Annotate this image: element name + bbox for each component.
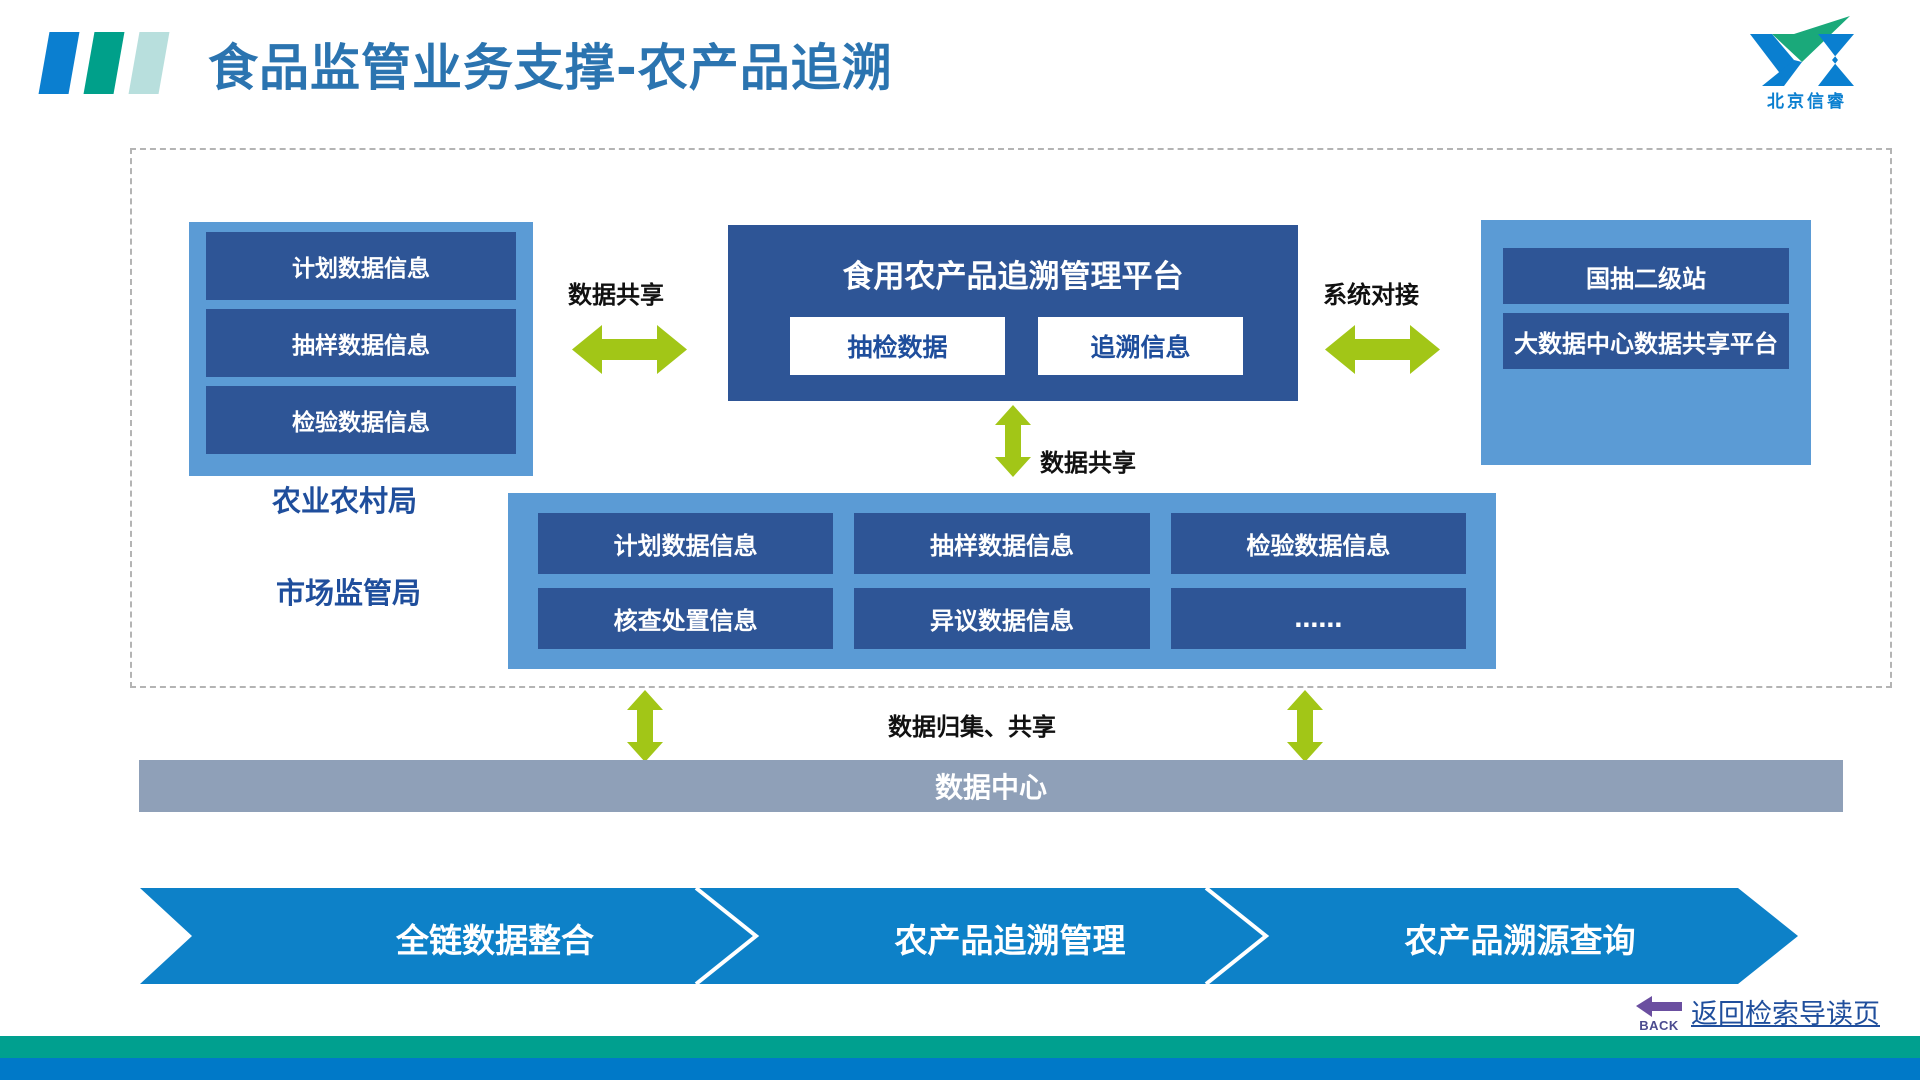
arrow-label-share-left: 数据共享: [568, 281, 664, 309]
arrow-horizontal-left: [572, 322, 687, 377]
right-item-1[interactable]: 大数据中心数据共享平台: [1503, 313, 1789, 369]
arrow-vertical-mid: [993, 405, 1033, 477]
banner-segment-1[interactable]: 农产品追溯管理: [894, 921, 1126, 960]
logo-text: 北京信睿: [1767, 92, 1847, 112]
grid-container: 计划数据信息 抽样数据信息 检验数据信息 核查处置信息 异议数据信息 ……: [538, 513, 1466, 649]
back-link[interactable]: BACK 返回检索导读页: [1636, 992, 1880, 1033]
footer-band-green: [0, 1036, 1920, 1058]
banner-shape: [140, 888, 1798, 984]
center-platform-box: 食用农产品追溯管理平台 抽检数据 追溯信息: [728, 225, 1298, 401]
left-item-2[interactable]: 检验数据信息: [206, 386, 516, 454]
arrow-label-system-dock: 系统对接: [1323, 281, 1419, 309]
back-arrow-icon[interactable]: BACK: [1636, 995, 1682, 1033]
banner-segment-0[interactable]: 全链数据整合: [396, 921, 594, 960]
platform-sub-sampling[interactable]: 抽检数据: [790, 317, 1005, 375]
back-link-label[interactable]: 返回检索导读页: [1691, 999, 1880, 1030]
left-data-panel: 计划数据信息 抽样数据信息 检验数据信息: [189, 222, 533, 476]
accent-bar-blue: [38, 32, 80, 94]
company-logo: 北京信睿: [1732, 16, 1882, 114]
right-item-0[interactable]: 国抽二级站: [1503, 248, 1789, 304]
grid-item-1[interactable]: 抽样数据信息: [854, 513, 1150, 574]
org-label-agriculture: 农业农村局: [272, 484, 418, 518]
diagram-frame: [130, 148, 1892, 688]
grid-item-5[interactable]: ……: [1170, 588, 1466, 649]
grid-item-4[interactable]: 异议数据信息: [854, 588, 1150, 649]
back-icon-word: BACK: [1639, 1018, 1679, 1033]
left-item-1[interactable]: 抽样数据信息: [206, 309, 516, 377]
header-accent-bars: [38, 32, 176, 94]
page-title: 食品监管业务支撑-农产品追溯: [208, 39, 893, 97]
accent-bar-teal: [83, 32, 125, 94]
process-banner: 全链数据整合 农产品追溯管理 农产品溯源查询: [140, 888, 1798, 984]
arrow-vertical-datacenter-right: [1285, 690, 1325, 762]
data-center-bar: 数据中心: [139, 760, 1843, 812]
grid-item-3[interactable]: 核查处置信息: [538, 588, 834, 649]
left-item-0[interactable]: 计划数据信息: [206, 232, 516, 300]
platform-title: 食用农产品追溯管理平台: [842, 259, 1184, 295]
arrow-vertical-datacenter-left: [625, 690, 665, 762]
grid-data-panel: 计划数据信息 抽样数据信息 检验数据信息 核查处置信息 异议数据信息 ……: [508, 493, 1496, 669]
grid-item-0[interactable]: 计划数据信息: [538, 513, 834, 574]
org-label-market: 市场监管局: [276, 576, 422, 610]
footer-band-blue: [0, 1058, 1920, 1080]
xr-logo-icon: [1750, 16, 1854, 86]
arrow-label-data-gather: 数据归集、共享: [888, 713, 1056, 741]
arrow-label-share-mid: 数据共享: [1040, 449, 1136, 477]
banner-segment-2[interactable]: 农产品溯源查询: [1404, 921, 1636, 960]
arrow-horizontal-right: [1325, 322, 1440, 377]
platform-sub-trace[interactable]: 追溯信息: [1038, 317, 1243, 375]
accent-bar-light: [128, 32, 170, 94]
grid-item-2[interactable]: 检验数据信息: [1170, 513, 1466, 574]
right-data-panel: 国抽二级站 大数据中心数据共享平台: [1481, 220, 1811, 465]
